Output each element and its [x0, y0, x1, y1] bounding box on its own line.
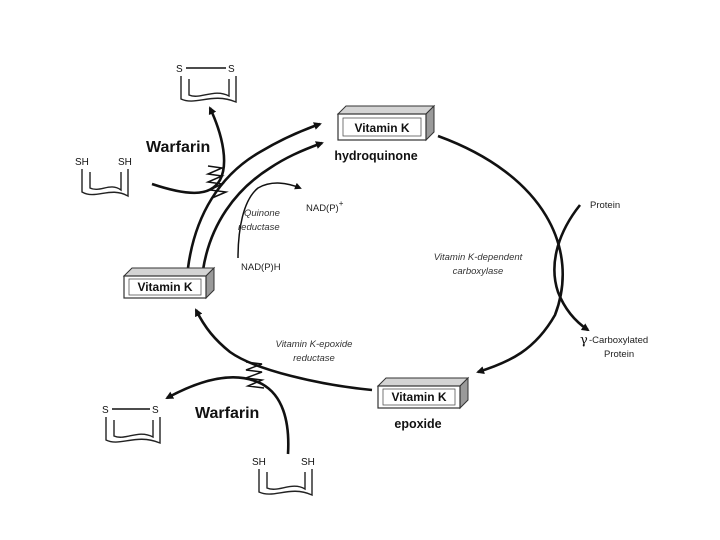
vitamin-k-box: Vitamin K	[122, 266, 216, 300]
arrow-dithiol-to-disulfide-bottom	[165, 376, 290, 455]
warfarin-inhibition-zigzag-bottom	[245, 361, 265, 389]
nadp-plus-label: NAD(P)+	[306, 199, 344, 214]
arrow-vitamin-k-to-hydroquinone-outer	[186, 122, 322, 269]
quinone-reductase-label-line2: reductase	[238, 222, 280, 233]
dithiol-bottom-sh-right: SH	[301, 457, 315, 468]
dithiol-top-sh-right: SH	[118, 157, 132, 168]
warfarin-label-top: Warfarin	[146, 139, 210, 156]
nadp-plus-text: NAD(P)	[306, 203, 339, 214]
vitamin-k-box-label: Vitamin K	[137, 280, 192, 294]
disulfide-bottom-s-left: S	[102, 405, 109, 416]
vitamin-k-hydroquinone-box: Vitamin K	[336, 104, 436, 142]
epoxide-caption: epoxide	[394, 417, 441, 431]
disulfide-top-s-left: S	[176, 64, 183, 75]
epoxide-box-label: Vitamin K	[391, 390, 446, 404]
protein-substrate-label: Protein	[590, 200, 620, 211]
arrow-protein-to-carboxylated	[553, 204, 590, 332]
carboxylated-protein-label-line1: -Carboxylated	[589, 335, 648, 346]
dithiol-top-sh-left: SH	[75, 157, 89, 168]
warfarin-inhibition-zigzag-top	[205, 165, 229, 199]
carboxylase-label-line2: carboxylase	[453, 266, 504, 277]
hydroquinone-box-label: Vitamin K	[354, 121, 409, 135]
dithiol-bottom: SH SH	[252, 457, 315, 497]
nadph-label: NAD(P)H	[241, 262, 281, 273]
disulfide-top-s-right: S	[228, 64, 235, 75]
arrow-vitamin-k-to-hydroquinone-inner	[201, 141, 324, 271]
hydroquinone-caption: hydroquinone	[334, 149, 417, 163]
arrow-dithiol-to-disulfide-top	[151, 106, 226, 195]
epoxide-reductase-label-line2: reductase	[293, 353, 335, 364]
disulfide-bottom: S S	[102, 405, 161, 445]
arrow-epoxide-to-vitamin-k	[194, 308, 373, 392]
arrow-nadph-to-nadp	[237, 182, 302, 259]
carboxylase-label-line1: Vitamin K-dependent	[434, 252, 523, 263]
epoxide-reductase-label-line1: Vitamin K-epoxide	[276, 339, 353, 350]
nadp-plus-superscript: +	[339, 199, 344, 208]
dithiol-bottom-sh-left: SH	[252, 457, 266, 468]
disulfide-top: S S	[176, 64, 237, 104]
quinone-reductase-label-line1: Quinone	[244, 208, 280, 219]
disulfide-bottom-s-right: S	[152, 405, 159, 416]
vitamin-k-epoxide-box: Vitamin K	[376, 376, 470, 410]
arrow-hydroquinone-to-epoxide	[437, 134, 564, 375]
warfarin-label-bottom: Warfarin	[195, 405, 259, 422]
dithiol-top: SH SH	[75, 157, 132, 198]
carboxylated-protein-label-line2: Protein	[604, 349, 634, 360]
gamma-symbol: γ	[580, 333, 588, 348]
